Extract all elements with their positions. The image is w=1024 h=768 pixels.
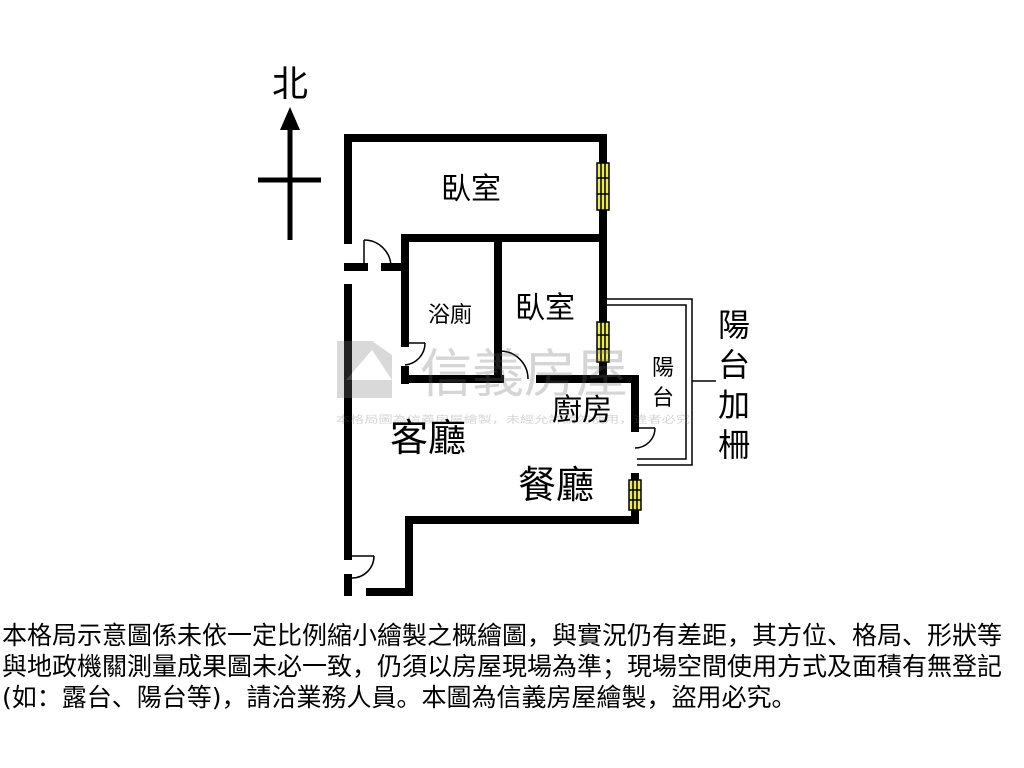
windows — [596, 162, 642, 511]
doors — [348, 239, 656, 579]
balcony-railing — [604, 298, 693, 466]
room-label-dining-room: 餐廳 — [518, 463, 594, 507]
railing-label-char: 陽 — [718, 306, 750, 344]
railing-label-char: 柵 — [718, 426, 750, 464]
watermark: 信義房屋 本格局圖為信義房屋繪製，未經允許請勿使用，違者必究 — [336, 341, 690, 426]
watermark-caption: 本格局圖為信義房屋繪製，未經允許請勿使用，違者必究 — [336, 413, 690, 426]
disclaimer-text: 本格局示意圖係未依一定比例縮小繪製之概繪圖，與實況仍有差距，其方位、格局、形狀等… — [2, 621, 1003, 712]
balcony-label-char: 陽 — [652, 356, 674, 381]
north-label: 北 — [272, 64, 308, 105]
room-label-living-room: 客廳 — [390, 416, 466, 460]
room-label-bedroom-second: 臥室 — [515, 291, 575, 326]
walls — [344, 134, 639, 596]
room-label-bathroom: 浴廁 — [428, 303, 472, 328]
watermark-brand: 信義房屋 — [420, 345, 628, 405]
room-label-balcony-vertical: 陽台 — [652, 356, 674, 411]
room-label-kitchen: 廚房 — [552, 393, 612, 428]
room-label-bedroom-main: 臥室 — [441, 172, 501, 207]
balcony-label-char: 台 — [652, 386, 674, 411]
north-arrow — [258, 107, 321, 240]
brand-logo-icon — [337, 341, 392, 398]
railing-label-char: 加 — [718, 386, 750, 424]
floor-plan: 北 — [258, 64, 750, 596]
railing-label-char: 台 — [718, 346, 750, 384]
